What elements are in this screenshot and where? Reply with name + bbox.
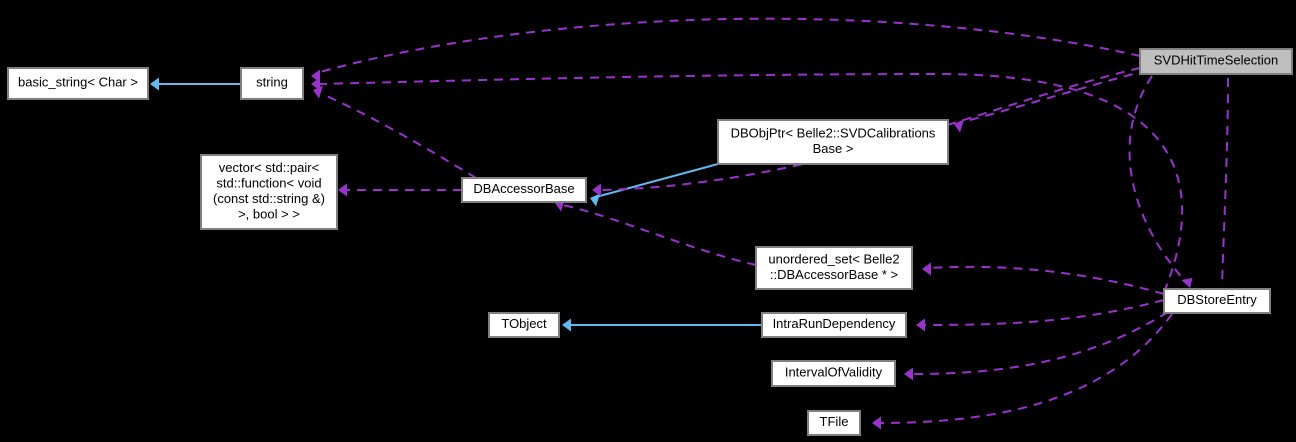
node-svdhittimeselection[interactable]: SVDHitTimeSelection bbox=[1139, 48, 1293, 75]
node-box[interactable] bbox=[755, 246, 913, 290]
node-box[interactable] bbox=[200, 154, 338, 230]
edge-dbstoreentry-to-intrarundependency bbox=[923, 299, 1165, 326]
node-label: vector< std::pair<std::function< void(co… bbox=[213, 160, 325, 222]
node-label: basic_string< Char > bbox=[18, 75, 138, 90]
node-box[interactable] bbox=[240, 67, 304, 100]
node-box[interactable] bbox=[717, 119, 949, 165]
node-basic_string[interactable]: basic_string< Char > bbox=[7, 67, 149, 100]
arrowhead-icon bbox=[592, 183, 601, 197]
node-box[interactable] bbox=[1163, 288, 1271, 314]
edge-dbaccessorbase-to-string bbox=[321, 93, 477, 179]
arrowhead-icon bbox=[562, 318, 571, 332]
node-intrarundependency[interactable]: IntraRunDependency bbox=[761, 312, 907, 338]
arrowhead-icon bbox=[922, 262, 931, 276]
arrowhead-icon bbox=[916, 318, 925, 332]
arrowhead-icon bbox=[1181, 278, 1193, 288]
arrowhead-icon bbox=[150, 77, 159, 91]
node-label: unordered_set< Belle2::DBAccessorBase * … bbox=[768, 252, 899, 283]
edge-unordered_set-to-dbaccessorbase bbox=[562, 204, 757, 266]
node-label: DBAccessorBase bbox=[473, 181, 574, 196]
node-label: TObject bbox=[501, 316, 547, 331]
node-box[interactable] bbox=[7, 67, 149, 100]
node-box[interactable] bbox=[488, 312, 560, 338]
edge-svdhittimeselection-to-dbstoreentry bbox=[1128, 75, 1187, 283]
arrowhead-icon bbox=[590, 193, 600, 207]
node-label: IntervalOfValidity bbox=[785, 365, 883, 380]
edge-dbstoreentry-to-tfile bbox=[879, 313, 1173, 424]
node-label: DBStoreEntry bbox=[1177, 292, 1257, 307]
node-label: TFile bbox=[820, 414, 849, 429]
edge-dbobjptr-to-dbaccessorbase bbox=[595, 163, 719, 198]
edge-svdhittimeselection-to-dbaccessorbase bbox=[599, 67, 1141, 191]
edge-dbstoreentry-to-unordered_set bbox=[929, 265, 1165, 295]
node-tobject[interactable]: TObject bbox=[488, 312, 560, 338]
node-dbaccessorbase[interactable]: DBAccessorBase bbox=[461, 177, 587, 203]
edges-layer bbox=[150, 17, 1229, 430]
node-box[interactable] bbox=[1139, 48, 1293, 75]
edge-svdhittimeselection-to-dbstoreentry bbox=[1221, 77, 1229, 287]
arrowhead-icon bbox=[904, 367, 913, 381]
node-box[interactable] bbox=[761, 312, 907, 338]
node-vector_pair[interactable]: vector< std::pair<std::function< void(co… bbox=[200, 154, 338, 230]
edge-dbstoreentry-to-string bbox=[319, 72, 1184, 293]
arrowhead-icon bbox=[313, 85, 323, 99]
edge-svdhittimeselection-to-string bbox=[319, 17, 1141, 73]
arrowhead-icon bbox=[338, 183, 347, 197]
node-label: SVDHitTimeSelection bbox=[1154, 53, 1279, 68]
node-label: IntraRunDependency bbox=[773, 316, 896, 331]
node-string[interactable]: string bbox=[240, 67, 304, 100]
node-tfile[interactable]: TFile bbox=[807, 410, 861, 436]
node-box[interactable] bbox=[807, 410, 861, 436]
arrowhead-icon bbox=[954, 119, 964, 133]
edge-dbstoreentry-to-intervalofvalidity bbox=[911, 311, 1169, 375]
node-intervalofvalidity[interactable]: IntervalOfValidity bbox=[771, 360, 896, 387]
node-box[interactable] bbox=[461, 177, 587, 203]
arrowhead-icon bbox=[872, 416, 881, 430]
edge-svdhittimeselection-to-dbobjptr bbox=[961, 69, 1149, 123]
node-unordered_set[interactable]: unordered_set< Belle2::DBAccessorBase * … bbox=[755, 246, 913, 290]
arrowhead-icon bbox=[311, 77, 320, 91]
node-box[interactable] bbox=[771, 360, 896, 387]
node-label: string bbox=[256, 75, 288, 90]
node-dbstoreentry[interactable]: DBStoreEntry bbox=[1163, 288, 1271, 314]
